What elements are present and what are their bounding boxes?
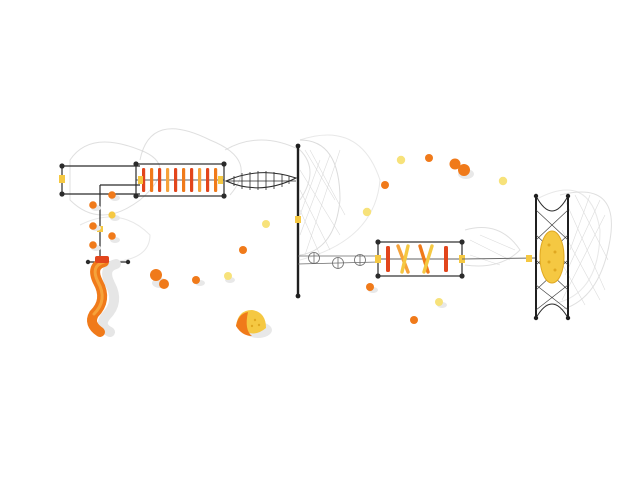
left-frame (61, 165, 140, 263)
peanut-pods (150, 158, 474, 289)
wheel-bridge (297, 252, 379, 269)
rope-tunnel (224, 171, 298, 190)
bridge-right (375, 239, 465, 279)
slide (87, 256, 121, 337)
central-pole (295, 143, 301, 299)
net-mesh (299, 149, 609, 306)
right-connector (461, 255, 537, 262)
dome (236, 310, 272, 338)
yellow-disc (539, 230, 565, 284)
stepping-pods (89, 154, 508, 324)
right-tower (533, 193, 571, 321)
bridge-right-slats (386, 244, 448, 274)
pod-shadows (91, 195, 447, 308)
bridge-left-rungs (142, 168, 218, 192)
bridge-left (133, 161, 227, 199)
net-shadows (69, 128, 612, 311)
